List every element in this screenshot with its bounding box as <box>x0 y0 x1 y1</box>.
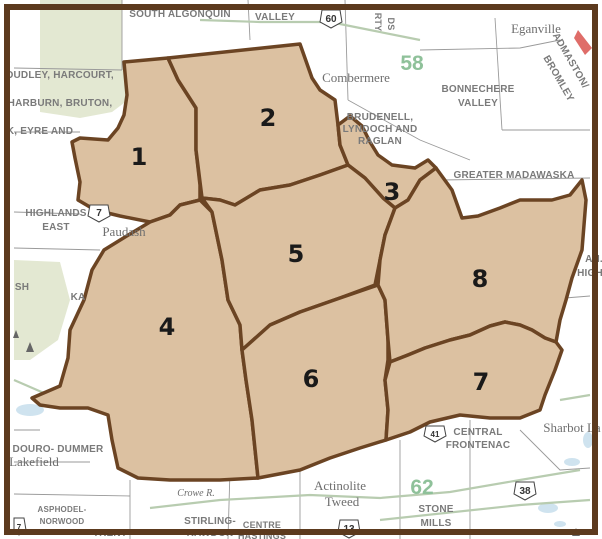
township-label: VALLEY <box>255 12 295 23</box>
town-label: Lakefield <box>9 454 59 469</box>
township-label: CENTRAL <box>453 427 502 438</box>
zone-7-label: 7 <box>473 368 490 396</box>
zone-2-label: 2 <box>260 104 277 132</box>
zone-labels: 1 2 3 4 5 6 7 8 <box>131 104 490 396</box>
township-label: SOUTH ALGONQUIN <box>129 9 231 20</box>
highway-number: 7 <box>96 208 102 219</box>
township-label: NORWOOD <box>40 517 85 526</box>
town-label: Combermere <box>322 70 390 85</box>
township-label: VALLEY <box>458 98 498 109</box>
township-label: BRUDENELL, <box>347 112 413 123</box>
wmu-label-62: 62 <box>410 476 433 499</box>
township-label: RAGLAN <box>358 136 402 147</box>
highway-shield: 41 <box>423 425 447 443</box>
highway-number: 60 <box>325 14 337 25</box>
township-label: EAST <box>42 222 69 233</box>
township-label: K, EYRE AND <box>7 126 73 137</box>
township-label: RTY <box>373 13 383 32</box>
township-label: GREATER MADAWASKA <box>454 170 575 181</box>
zones <box>30 42 588 482</box>
township-label: KA <box>71 292 86 303</box>
town-label: Eganville <box>511 21 561 36</box>
township-labels: SOUTH ALGONQUIN VALLEY DUDLEY, HARCOURT,… <box>6 9 602 539</box>
township-boundaries <box>13 0 591 539</box>
township-label: HIGH <box>577 268 602 279</box>
highway-number: 41 <box>431 430 440 439</box>
town-label: Tweed <box>325 494 360 509</box>
zone-1-label: 1 <box>131 143 148 171</box>
highway-number: 38 <box>519 486 531 497</box>
zone-7[interactable] <box>383 320 564 442</box>
town-label: Crowe R. <box>177 488 214 499</box>
highway-number: 7 <box>17 523 22 532</box>
zone-8-label: 8 <box>472 265 489 293</box>
township-label: HARBURN, BRUTON, <box>8 98 113 109</box>
township-label: SH <box>15 282 29 293</box>
township-label: HIGHLANDS <box>25 208 86 219</box>
map-frame <box>4 4 598 535</box>
township-label: ASPHODEL- <box>38 505 87 514</box>
town-label: Paudash <box>102 224 146 239</box>
town-labels: Eganville Combermere Paudash Actinolite … <box>9 21 601 509</box>
township-label: STONE <box>418 504 453 515</box>
township-label: DUDLEY, HARCOURT, <box>6 70 114 81</box>
water-bodies <box>16 404 593 527</box>
township-label: MILLS <box>421 518 452 529</box>
township-label: STIRLING- <box>184 516 236 527</box>
township-label: FRONTENAC <box>446 440 511 451</box>
park-area-south <box>14 260 70 360</box>
zone-5-label: 5 <box>288 240 305 268</box>
wmu-label-58: 58 <box>400 52 424 75</box>
highway-shield: 38 <box>513 481 537 501</box>
township-label: DOURO- DUMMER <box>13 444 105 455</box>
highlight-marker <box>574 30 592 55</box>
township-label: CENTRE <box>243 520 281 530</box>
township-label: BONNECHERE <box>441 84 514 95</box>
township-label: LYNDOCH AND <box>343 124 418 135</box>
zone-3-label: 3 <box>384 178 401 206</box>
zone-6-label: 6 <box>303 365 320 393</box>
town-label: Sharbot La <box>543 420 601 435</box>
township-label: DS <box>386 18 396 31</box>
zone-4-label: 4 <box>159 313 176 341</box>
park-area <box>40 0 128 118</box>
town-label: Actinolite <box>314 478 366 493</box>
highway-shield: 7 <box>87 204 111 223</box>
